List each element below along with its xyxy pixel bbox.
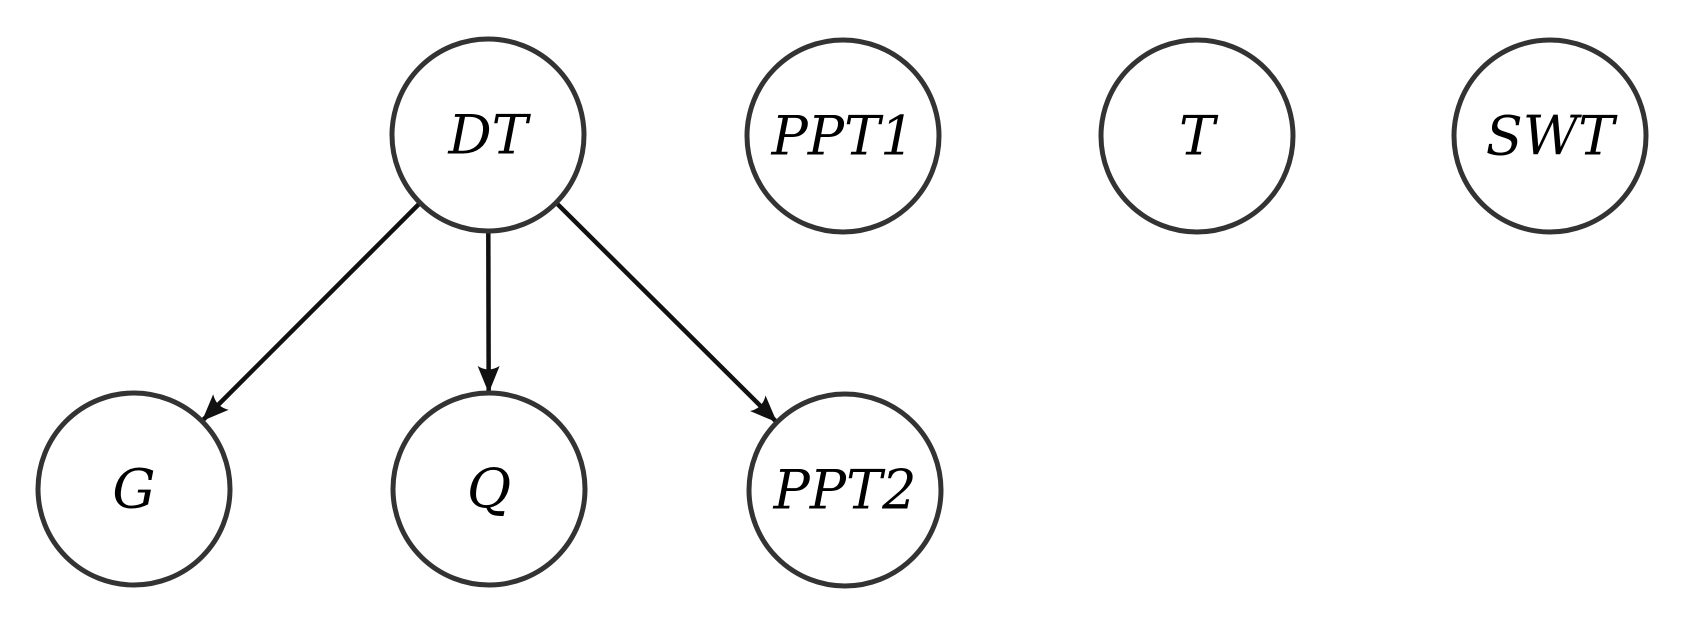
node-label-G: G <box>112 457 155 520</box>
node-DT: DT <box>389 36 587 234</box>
node-PPT2: PPT2 <box>746 391 944 589</box>
node-Q: Q <box>390 390 588 588</box>
node-circle-T <box>1098 37 1296 235</box>
node-label-DT: DT <box>447 103 531 166</box>
nodes-group: DT PPT1 T SWT G Q PPT2 <box>35 36 1649 589</box>
node-SWT: SWT <box>1451 37 1649 235</box>
node-label-Q: Q <box>467 457 511 520</box>
node-circle-G <box>35 390 233 588</box>
node-circle-SWT <box>1451 37 1649 235</box>
edge-DT-PPT2 <box>554 201 779 424</box>
node-circle-PPT2 <box>746 391 944 589</box>
node-circle-DT <box>389 36 587 234</box>
node-PPT1: PPT1 <box>744 37 942 235</box>
node-label-T: T <box>1179 104 1219 167</box>
edge-DT-G <box>200 201 422 423</box>
node-label-SWT: SWT <box>1486 104 1618 167</box>
node-G: G <box>35 390 233 588</box>
node-label-PPT2: PPT2 <box>772 458 916 521</box>
edges-group <box>200 201 779 424</box>
node-circle-Q <box>390 390 588 588</box>
node-circle-PPT1 <box>744 37 942 235</box>
node-label-PPT1: PPT1 <box>770 104 914 167</box>
node-T: T <box>1098 37 1296 235</box>
